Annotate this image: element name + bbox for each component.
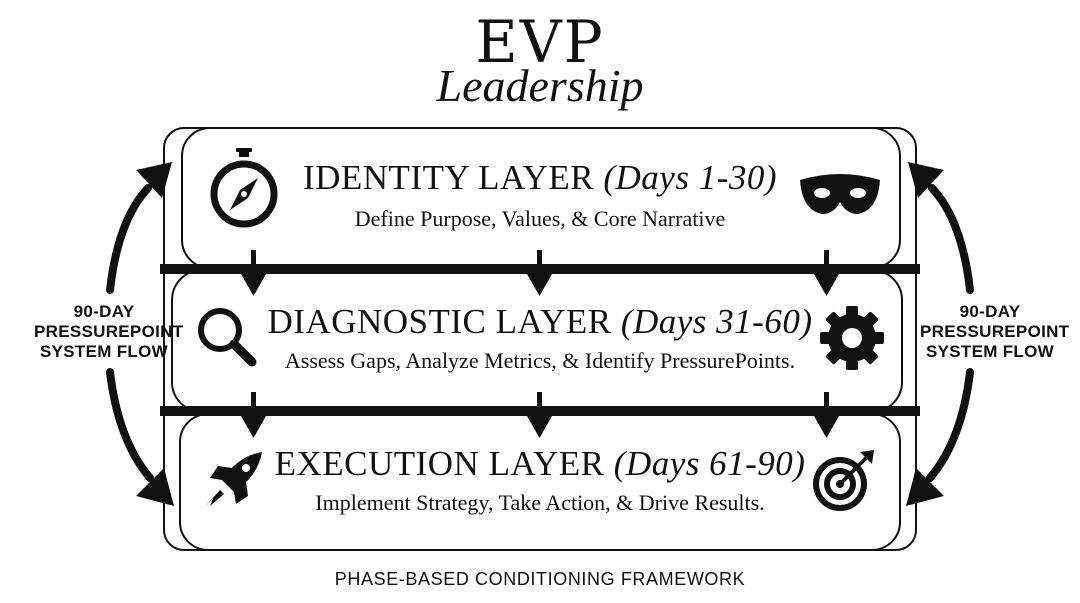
- left-flow-label: 90-DAY PRESSUREPOINT SYSTEM FLOW: [34, 302, 184, 362]
- flow-label-line: PRESSUREPOINT: [34, 322, 184, 341]
- identity-layer-subtitle: Define Purpose, Values, & Core Narrative: [354, 206, 726, 231]
- right-flow-label: 90-DAY PRESSUREPOINT SYSTEM FLOW: [920, 302, 1070, 362]
- layer-name: IDENTITY LAYER: [302, 158, 604, 197]
- flow-label-line: 90-DAY: [73, 302, 135, 321]
- execution-layer-title: EXECUTION LAYER (Days 61-90): [180, 444, 900, 484]
- layer-name: DIAGNOSTIC LAYER: [267, 302, 621, 341]
- execution-layer-subtitle: Implement Strategy, Take Action, & Drive…: [315, 490, 765, 515]
- down-arrows-bottom: [241, 392, 839, 438]
- layer-days: (Days 61-90): [613, 444, 806, 483]
- layer-name: EXECUTION LAYER: [274, 444, 614, 483]
- magnifier-icon: [198, 308, 257, 367]
- logo-subtitle: Leadership: [436, 60, 644, 111]
- flow-label-line: 90-DAY: [959, 302, 1021, 321]
- flow-label-line: SYSTEM FLOW: [40, 342, 168, 361]
- gear-icon: [820, 306, 884, 370]
- down-arrows-top: [241, 250, 839, 296]
- identity-layer-panel: [181, 127, 901, 269]
- diagnostic-layer-title: DIAGNOSTIC LAYER (Days 31-60): [180, 302, 900, 342]
- compass-icon: [210, 148, 278, 228]
- flow-label-line: PRESSUREPOINT: [920, 322, 1070, 341]
- layer-days: (Days 1-30): [603, 158, 778, 197]
- mask-icon: [800, 174, 880, 214]
- identity-layer-title: IDENTITY LAYER (Days 1-30): [180, 158, 900, 198]
- rocket-icon: [204, 452, 262, 508]
- right-cycle-arrow: [906, 162, 974, 506]
- logo-wordmark: EVP: [475, 8, 605, 76]
- flow-label-line: SYSTEM FLOW: [926, 342, 1054, 361]
- layer-days: (Days 31-60): [620, 302, 813, 341]
- left-cycle-arrow: [106, 162, 174, 506]
- target-icon: [813, 450, 874, 511]
- diagnostic-layer-subtitle: Assess Gaps, Analyze Metrics, & Identify…: [284, 348, 796, 373]
- framework-caption: PHASE-BASED CONDITIONING FRAMEWORK: [334, 569, 746, 589]
